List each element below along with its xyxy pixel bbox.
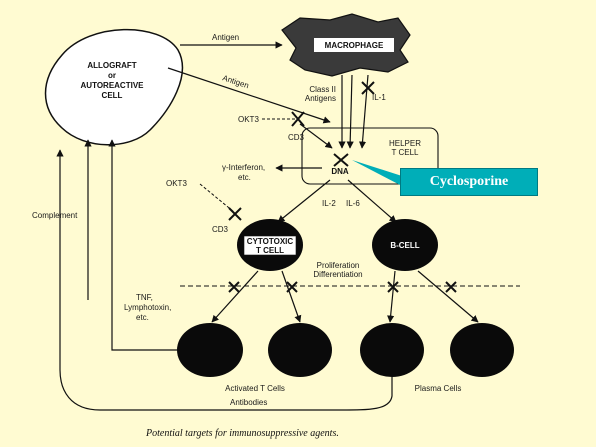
plasma-label: Plasma Cells	[415, 384, 462, 393]
cyto-to-activated-1	[211, 270, 259, 323]
antigen-top-label: Antigen	[212, 33, 239, 42]
helper-label-1: HELPER	[389, 139, 421, 148]
antibodies-path	[56, 149, 393, 411]
cytotoxic-label-2: T CELL	[256, 246, 284, 255]
allograft-cell	[44, 28, 184, 146]
plasma-cell-1	[360, 323, 424, 377]
class2-label-1: Class II	[309, 85, 336, 94]
allograft-line-3: AUTOREACTIVE	[81, 81, 145, 90]
il2-arrow	[277, 179, 331, 223]
cyclosporine-callout: Cyclosporine	[400, 168, 538, 196]
figure-caption: Potential targets for immunosuppressive …	[145, 428, 339, 439]
bcell-to-plasma-1	[387, 270, 396, 323]
cyclosporine-pointer	[352, 160, 402, 186]
tnf-label-3: etc.	[136, 313, 149, 322]
dna-block-mark	[333, 153, 349, 167]
cd3-lower-label: CD3	[212, 225, 229, 234]
tnf-label-1: TNF,	[136, 293, 153, 302]
il1-label: IL-1	[372, 93, 386, 102]
class2-arrow-2	[346, 74, 354, 149]
okt3-lower-label: OKT3	[166, 179, 187, 188]
allograft-line-1: ALLOGRAFT	[87, 61, 136, 70]
helper-t-cell-box	[301, 127, 439, 185]
okt3-top-label: OKT3	[238, 115, 259, 124]
bcell-label: B-CELL	[390, 241, 419, 250]
bcell-to-plasma-2	[417, 270, 479, 323]
cytotoxic-label-1: CYTOTOXIC	[247, 237, 294, 246]
allograft-line-2: or	[108, 71, 116, 80]
cd3-top-arrow	[299, 123, 333, 149]
okt3-lower-dashed	[199, 183, 235, 213]
block-mark-4	[445, 281, 457, 293]
ifn-label-1: γ-Interferon,	[222, 163, 265, 172]
okt3-top-block-mark	[291, 111, 305, 127]
tnf-path	[108, 139, 177, 351]
block-mark-1	[228, 281, 240, 293]
tnf-label-2: Lymphotoxin,	[124, 303, 171, 312]
complement-label: Complement	[32, 211, 78, 220]
il6-label: IL-6	[346, 199, 360, 208]
block-mark-3	[387, 281, 399, 293]
il1-block-mark	[361, 81, 375, 95]
helper-label-2: T CELL	[392, 148, 420, 157]
prolif-label-1: Proliferation	[317, 261, 360, 270]
activated-t-cell-2	[268, 323, 332, 377]
cd3-top-label: CD3	[288, 133, 305, 142]
il2-label: IL-2	[322, 199, 336, 208]
ifn-label-2: etc.	[238, 173, 251, 182]
cyto-to-activated-2	[281, 270, 302, 323]
antibodies-label: Antibodies	[230, 398, 267, 407]
class2-label-2: Antigens	[305, 94, 336, 103]
activated-t-cell-1	[177, 323, 243, 377]
dna-label: DNA	[331, 167, 349, 176]
activated-label: Activated T Cells	[225, 384, 285, 393]
cytotoxic-label-bg	[243, 235, 297, 256]
macrophage-label: MACROPHAGE	[325, 41, 384, 50]
block-mark-2	[286, 281, 298, 293]
plasma-cell-2	[450, 323, 514, 377]
okt3-lower-block-mark	[228, 207, 242, 221]
b-cell	[372, 219, 438, 271]
prolif-label-2: Differentiation	[313, 270, 362, 279]
il6-arrow	[347, 179, 397, 223]
allograft-line-4: CELL	[102, 91, 123, 100]
macrophage-label-bg	[314, 38, 394, 52]
